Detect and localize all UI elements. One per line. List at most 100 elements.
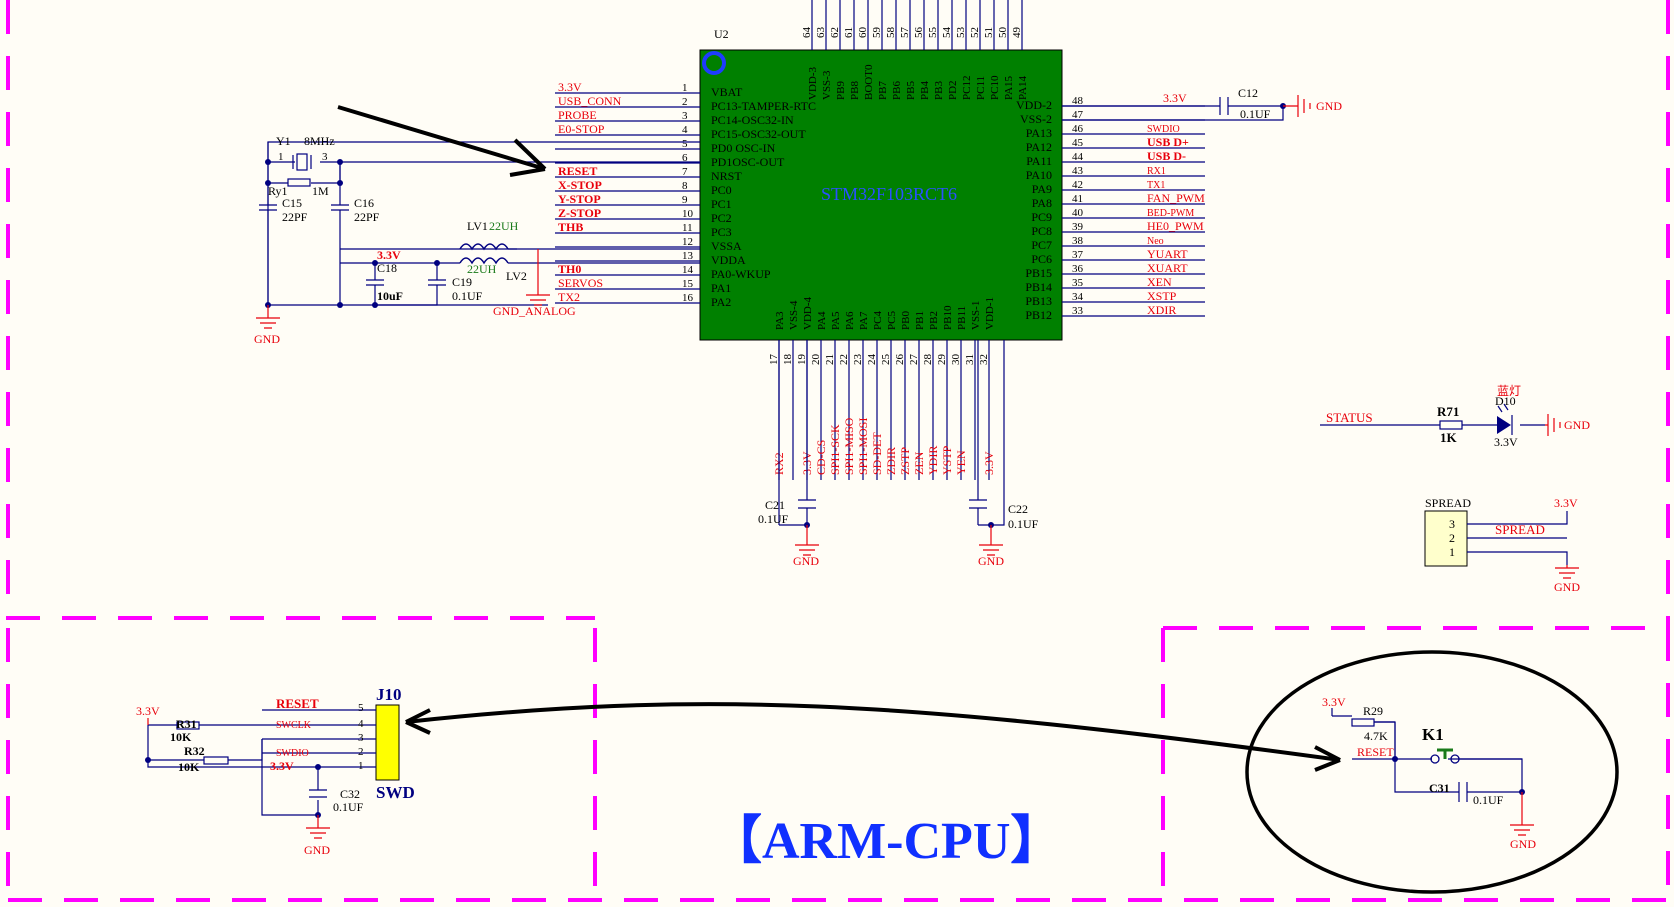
pin-name-39: PC8 — [1031, 224, 1052, 238]
net-label-39: HE0_PWM — [1147, 219, 1204, 233]
pin-name-22: PA6 — [844, 311, 856, 330]
net-label-21: SPI1-SCK — [828, 424, 842, 475]
pin-number-60: 60 — [857, 27, 869, 39]
pin-number-11: 11 — [682, 222, 693, 234]
net-label-20: CD-CS — [814, 440, 828, 475]
net-label-36: XUART — [1147, 261, 1188, 275]
net-label-24: SD-DET — [870, 432, 884, 475]
c15-designator: C15 — [282, 196, 302, 210]
net-label-25: ZDIR — [884, 447, 898, 475]
mcu-part-number: STM32F103RCT6 — [821, 184, 957, 204]
pin-number-3: 3 — [682, 110, 688, 122]
pin-name-4: PC15-OSC32-OUT — [711, 127, 806, 141]
r71-designator: R71 — [1437, 404, 1459, 419]
pin-number-41: 41 — [1072, 193, 1083, 205]
net-label-14: TH0 — [558, 262, 581, 276]
pin-name-6: PD1OSC-OUT — [711, 155, 785, 169]
swd-vcc: 3.3V — [136, 704, 160, 718]
pin-name-46: PA13 — [1026, 126, 1052, 140]
pin-number-2: 2 — [682, 96, 688, 108]
reset-gnd: GND — [1510, 837, 1536, 851]
pin-name-25: PC5 — [886, 311, 898, 330]
pin-name-42: PA9 — [1032, 182, 1052, 196]
pin-name-12: VSSA — [711, 239, 742, 253]
spread-pin3: 3 — [1449, 517, 1455, 531]
pin-name-48: VDD-2 — [1016, 98, 1052, 112]
c12-designator: C12 — [1238, 86, 1258, 100]
pin-number-9: 9 — [682, 194, 688, 206]
lv1-designator: LV1 — [467, 219, 488, 233]
net-label-45: USB D+ — [1147, 135, 1189, 149]
osc-gnd-label: GND — [254, 332, 280, 346]
pin-number-57: 57 — [899, 27, 911, 39]
pin-number-63: 63 — [815, 27, 827, 39]
pin-name-60: BOOT0 — [863, 64, 875, 100]
pin-name-16: PA2 — [711, 295, 731, 309]
pin-name-45: PA12 — [1026, 140, 1052, 154]
swd-pin2: 2 — [358, 746, 364, 758]
pin-number-19: 19 — [796, 354, 808, 366]
pin-name-54: PD2 — [947, 80, 959, 100]
c31-designator: C31 — [1429, 781, 1450, 795]
pin-number-21: 21 — [824, 354, 836, 365]
c16-designator: C16 — [354, 196, 374, 210]
pin-name-18: VSS-4 — [788, 300, 800, 330]
c22-value: 0.1UF — [1008, 517, 1039, 531]
net-label-28: YDIR — [926, 446, 940, 475]
net-label-37: YUART — [1147, 247, 1188, 261]
pin-number-18: 18 — [782, 354, 794, 366]
pin-number-12: 12 — [682, 236, 693, 248]
c21-decoupling: C21 0.1UF GND — [758, 340, 819, 568]
pin-number-42: 42 — [1072, 179, 1083, 191]
crystal-pin1: 1 — [278, 151, 284, 163]
net-label-33: XDIR — [1147, 303, 1176, 317]
pin-name-40: PC9 — [1031, 210, 1052, 224]
pin-name-53: PC12 — [961, 76, 973, 100]
spread-net: SPREAD — [1495, 522, 1545, 537]
pin-number-15: 15 — [682, 278, 694, 290]
pin-number-16: 16 — [682, 292, 694, 304]
spread-pin1: 1 — [1449, 545, 1455, 559]
net-label-23: SPI1-MOSI — [856, 418, 870, 475]
pin-number-5: 5 — [682, 138, 688, 150]
swd-net-swdio: SWDIO — [276, 748, 309, 759]
c18-value: 10uF — [377, 289, 403, 303]
lv2-designator: LV2 — [506, 269, 527, 283]
pin1-marker — [702, 51, 726, 75]
pin-name-50: PA15 — [1003, 75, 1015, 100]
d10-designator: D10 — [1495, 394, 1516, 408]
pin-number-45: 45 — [1072, 137, 1084, 149]
swd-pin1: 1 — [358, 760, 364, 772]
pin-name-7: NRST — [711, 169, 742, 183]
r71-value: 1K — [1440, 430, 1458, 445]
net-label-4: E0-STOP — [558, 122, 605, 136]
c12-gnd: GND — [1316, 99, 1342, 113]
pin-name-27: PB1 — [914, 311, 926, 330]
c32-value: 0.1UF — [333, 800, 364, 814]
c19-value: 0.1UF — [452, 289, 483, 303]
pin-number-22: 22 — [838, 354, 850, 365]
pin-name-2: PC13-TAMPER-RTC — [711, 99, 816, 113]
pin-number-39: 39 — [1072, 221, 1084, 233]
net-label-43: RX1 — [1147, 166, 1166, 177]
pin-number-53: 53 — [955, 27, 967, 39]
pin-number-34: 34 — [1072, 291, 1084, 303]
pin-name-59: PB7 — [877, 81, 889, 100]
pin-name-64: VDD-3 — [807, 67, 819, 100]
net-label-1: 3.3V — [558, 80, 582, 94]
net-label-8: X-STOP — [558, 178, 602, 192]
pin-name-47: VSS-2 — [1020, 112, 1052, 126]
net-label-46: SWDIO — [1147, 124, 1180, 135]
pin-name-3: PC14-OSC32-IN — [711, 113, 794, 127]
pin-name-37: PC6 — [1031, 252, 1052, 266]
osc-resistor-value: 1M — [312, 184, 329, 198]
c22-gnd: GND — [978, 554, 1004, 568]
net-label-11: THB — [558, 220, 583, 234]
net-label-9: Y-STOP — [558, 192, 601, 206]
pin-number-23: 23 — [852, 354, 864, 366]
net-label-34: XSTP — [1147, 289, 1177, 303]
pin-name-32: VDD-1 — [984, 297, 996, 330]
spread-vcc: 3.3V — [1554, 496, 1578, 510]
swd-net-swclk: SWCLK — [276, 720, 312, 731]
